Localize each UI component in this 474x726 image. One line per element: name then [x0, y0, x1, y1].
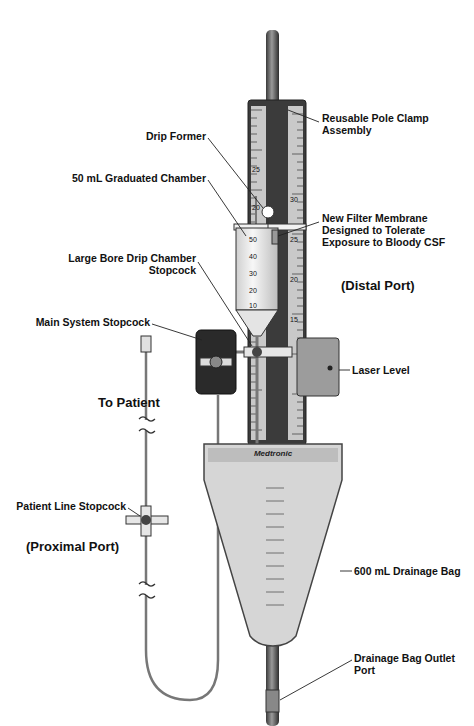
scale-tick [292, 274, 303, 275]
scale-tick [251, 158, 257, 159]
stopcock-valve [252, 347, 262, 357]
scale-tick [297, 290, 303, 291]
drip-former-stem [268, 218, 269, 228]
scale-tick [251, 126, 257, 127]
scale-tick [297, 130, 303, 131]
laser-level [297, 338, 339, 396]
scale-tick [251, 118, 257, 119]
callout-label: New Filter Membrane Designed to Tolerate… [322, 212, 467, 248]
scale-tick [251, 182, 257, 183]
scale-tick [297, 258, 303, 259]
scale-tick [297, 186, 303, 187]
patient-stopcock [126, 516, 168, 524]
bag-graduation [266, 553, 284, 554]
chamber-mark: 20 [249, 287, 265, 295]
laser-aperture [328, 366, 333, 371]
leader-lines [128, 110, 352, 700]
chamber-mark: 50 [249, 236, 265, 244]
drip-former [262, 206, 274, 218]
port-label: (Proximal Port) [26, 540, 156, 555]
bag-shape [204, 444, 342, 646]
scale-tick [297, 250, 303, 251]
scale-tick [297, 418, 303, 419]
scale-number: 25 [290, 236, 304, 244]
bag-graduation [266, 488, 284, 489]
scale-tick [297, 242, 303, 243]
scale-tick [297, 122, 303, 123]
scale-number: 30 [290, 196, 304, 204]
scale-tick [297, 138, 303, 139]
chamber-cone [236, 310, 278, 336]
scale-tick [251, 190, 262, 191]
bag-graduation [266, 592, 284, 593]
scale-tick [297, 410, 303, 411]
bag-graduation [266, 514, 284, 515]
brand-text: Medtronic [200, 449, 346, 458]
callout-label: 600 mL Drainage Bag [354, 565, 469, 577]
scale-tick [251, 142, 257, 143]
scale-tick [297, 266, 303, 267]
scale-number: 20 [252, 204, 266, 212]
direction-label: To Patient [98, 396, 208, 411]
scale-number: 15 [290, 316, 304, 324]
patient-connector [141, 336, 151, 352]
break-mark [139, 417, 155, 598]
scale-tick [251, 150, 262, 151]
chamber-mark: 10 [249, 302, 265, 310]
graduated-chamber [236, 228, 278, 310]
scale-tick [297, 298, 303, 299]
bag-graduation [266, 501, 284, 502]
bag-outline [200, 440, 346, 650]
bag-graduation [266, 527, 284, 528]
scale-tick [292, 434, 303, 435]
scale-tick [297, 426, 303, 427]
callout-label: Main System Stopcock [20, 316, 150, 328]
patient-stopcock [141, 506, 151, 536]
scale-tick [292, 314, 303, 315]
port-label: (Distal Port) [341, 279, 461, 294]
scale-tick [297, 146, 303, 147]
callout-label: Large Bore Drip Chamber Stopcock [56, 252, 196, 276]
callout-label: Laser Level [352, 364, 452, 376]
scale-tick [297, 178, 303, 179]
scale-number: 25 [252, 166, 266, 174]
scale-tick [251, 134, 257, 135]
scale-tick [297, 402, 303, 403]
callout-label: Reusable Pole Clamp Assembly [322, 112, 432, 136]
scale-tick [297, 282, 303, 283]
scale-tick [297, 210, 303, 211]
drainage-bag: Medtronic [200, 440, 346, 650]
scale-tick [297, 322, 303, 323]
scale-tick [297, 162, 303, 163]
scale-tick [251, 110, 262, 111]
bag-graduation [266, 579, 284, 580]
stopcock-valve [141, 515, 151, 525]
scale-tick [292, 234, 303, 235]
callout-label: Drip Former [96, 130, 206, 142]
callout-label: Patient Line Stopcock [0, 500, 126, 512]
scale-tick [297, 202, 303, 203]
scale-tick [297, 218, 303, 219]
chamber-mark: 30 [249, 270, 265, 278]
scale-tick [292, 194, 303, 195]
stopcock-valve [210, 356, 222, 368]
scale-tick [292, 154, 303, 155]
vent-tube [255, 196, 257, 228]
scale-number: 20 [290, 276, 304, 284]
filter-membrane [272, 230, 278, 244]
scale-tick [297, 330, 303, 331]
outlet-port [266, 690, 279, 712]
bag-graduation [266, 566, 284, 567]
bag-graduation [266, 540, 284, 541]
distal-stopcock [244, 347, 292, 357]
chamber-mark: 40 [249, 253, 265, 261]
scale-tick [297, 306, 303, 307]
bag-graduation [266, 605, 284, 606]
callout-label: 50 mL Graduated Chamber [30, 172, 206, 184]
scale-tick [251, 174, 257, 175]
callout-label: Drainage Bag Outlet Port [354, 652, 464, 676]
scale-tick [297, 170, 303, 171]
